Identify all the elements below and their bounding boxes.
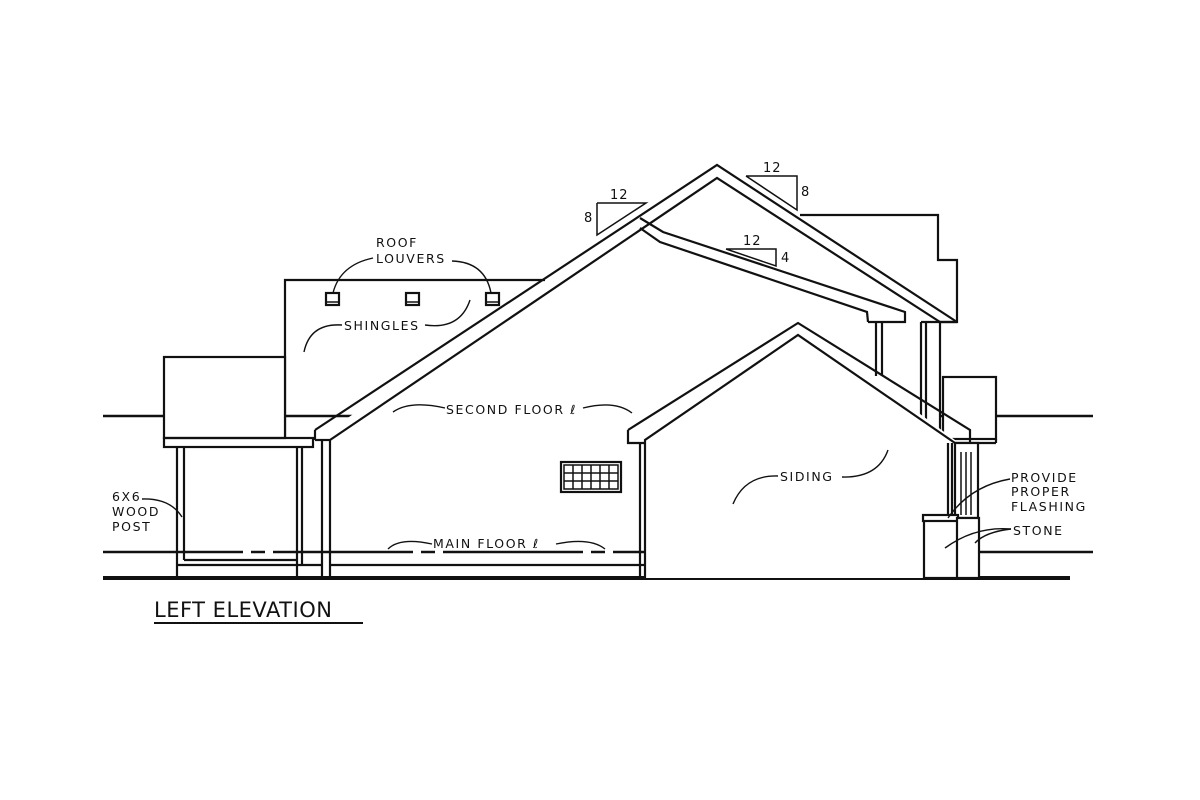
- siding-label: SIDING: [780, 469, 834, 484]
- stone-label: STONE: [1013, 523, 1064, 538]
- pitch-symbol-center: 12 4: [725, 234, 790, 268]
- flashing-label: FLASHING: [1011, 499, 1087, 514]
- roof-louvers-label: LOUVERS: [376, 251, 446, 266]
- stone-pier-column: [921, 441, 981, 580]
- leader-lines: [141, 257, 1012, 550]
- porch-posts: [175, 447, 322, 578]
- pitch-symbol-right: 12 8: [745, 161, 810, 212]
- louver-icon: [484, 291, 501, 307]
- pitch-symbol-left: 12 8: [584, 188, 649, 237]
- flashing-label: PROVIDE: [1011, 470, 1078, 485]
- flashing-label: PROPER: [1011, 484, 1071, 499]
- second-floor-label: SECOND FLOOR ℓ: [446, 402, 577, 417]
- louver-icon: [404, 291, 421, 307]
- post-label: 6X6: [112, 489, 141, 504]
- pitch-rise: 8: [584, 211, 593, 226]
- front-gable: [626, 321, 998, 578]
- pitch-rise: 8: [801, 185, 810, 200]
- pitch-run: 12: [610, 188, 629, 203]
- pitch-run: 12: [763, 161, 782, 176]
- drawing-title: LEFT ELEVATION: [154, 598, 332, 622]
- left-porch-roof: [162, 355, 287, 440]
- post-label: POST: [112, 519, 151, 534]
- post-label: WOOD: [112, 504, 160, 519]
- secondary-roof: [639, 217, 907, 376]
- louver-icon: [324, 291, 341, 307]
- window: [559, 460, 623, 494]
- roof-louvers: [324, 291, 501, 307]
- shingles-label: SHINGLES: [344, 318, 420, 333]
- main-floor-label: MAIN FLOOR ℓ: [433, 536, 540, 551]
- pitch-run: 12: [743, 234, 762, 249]
- annotations: ROOF LOUVERS SHINGLES SECOND FLOOR ℓ MAI…: [112, 235, 1087, 551]
- roof-louvers-label: ROOF: [376, 235, 418, 250]
- pitch-rise: 4: [781, 251, 790, 266]
- rear-roof-mass: [162, 213, 998, 449]
